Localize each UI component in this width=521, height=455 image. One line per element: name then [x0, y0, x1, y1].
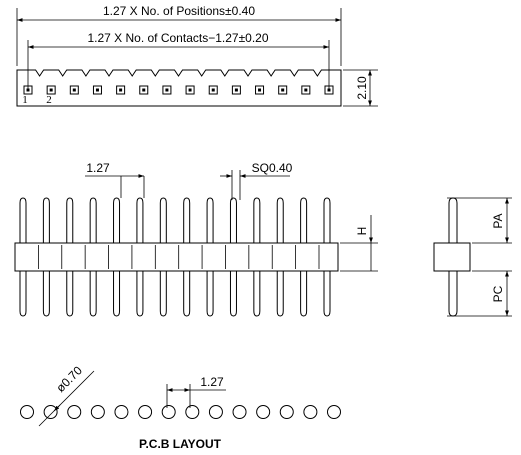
pcb-hole	[67, 405, 82, 419]
top-pin-square	[281, 88, 285, 92]
side-view: PA PC	[433, 197, 512, 317]
top-pads	[23, 85, 334, 95]
top-pin-pad	[324, 85, 334, 95]
top-pin-pad	[278, 85, 288, 95]
top-pin-square	[234, 88, 238, 92]
top-pin-pad	[231, 85, 241, 95]
front-pin	[253, 197, 261, 317]
front-pin	[113, 197, 121, 317]
pcb-pitch-label: 1.27	[200, 375, 224, 389]
pa-label: PA	[491, 213, 505, 228]
front-pin	[159, 197, 167, 317]
top-pin-pad	[185, 85, 195, 95]
pin-square-label: SQ0.40	[252, 161, 293, 175]
top-pin-square	[258, 88, 262, 92]
pcb-hole	[279, 405, 294, 419]
top-pin-pad	[69, 85, 79, 95]
front-pin	[276, 197, 284, 317]
pcb-holes	[20, 405, 341, 419]
top-pin-square	[119, 88, 123, 92]
pc-label: PC	[491, 285, 505, 302]
front-pin	[206, 197, 214, 317]
top-pin-square	[188, 88, 192, 92]
front-pin	[66, 197, 74, 317]
positions-dimension-label: 1.27 X No. of Positions±0.40	[103, 4, 255, 18]
top-pin-pad	[139, 85, 149, 95]
pcb-hole	[185, 405, 200, 419]
top-pin-pad	[301, 85, 311, 95]
front-pin	[183, 197, 191, 317]
top-pin-pad	[116, 85, 126, 95]
pcb-layout: ø0.70 1.27 P.C.B LAYOUT	[20, 363, 341, 451]
top-pin-pad	[92, 85, 102, 95]
front-pin	[136, 197, 144, 317]
top-pin-pad	[162, 85, 172, 95]
front-pin	[19, 197, 27, 317]
pin-2-label: 2	[46, 94, 52, 106]
pcb-hole	[20, 405, 34, 419]
pcb-hole	[232, 405, 247, 419]
pcb-hole	[208, 405, 223, 419]
front-insulator-body	[14, 242, 339, 272]
top-pin-pad	[23, 85, 33, 95]
hole-diameter-leader	[38, 370, 95, 427]
h-dimension-label: H	[355, 227, 369, 236]
pcb-hole	[161, 405, 176, 419]
side-insulator-body	[433, 242, 471, 272]
top-view: 1.27 X No. of Positions±0.40 1.27 X No. …	[16, 4, 378, 107]
top-pin-square	[165, 88, 169, 92]
pin-1-label: 1	[22, 94, 28, 106]
pcb-hole	[114, 405, 129, 419]
front-pin	[42, 197, 50, 317]
top-pin-square	[142, 88, 146, 92]
front-pin	[89, 197, 97, 317]
hole-diameter-label: ø0.70	[53, 363, 85, 395]
pcb-hole	[327, 405, 341, 419]
front-pin	[229, 197, 237, 317]
top-pin-square	[26, 88, 30, 92]
pcb-hole	[256, 405, 271, 419]
pcb-hole	[90, 405, 105, 419]
top-pin-square	[72, 88, 76, 92]
pcb-hole	[43, 405, 58, 419]
top-pin-square	[327, 88, 331, 92]
side-pin	[448, 197, 458, 317]
top-pin-pad	[46, 85, 56, 95]
front-pin	[300, 197, 308, 317]
front-pin	[323, 197, 331, 317]
front-view: 1.27 SQ0.40 H	[14, 161, 378, 317]
top-body-outline	[16, 69, 342, 107]
pcb-layout-title: P.C.B LAYOUT	[139, 437, 222, 451]
height-dimension-label: 2.10	[355, 76, 369, 100]
top-pin-pad	[208, 85, 218, 95]
top-pin-square	[49, 88, 53, 92]
top-pin-square	[95, 88, 99, 92]
front-pins	[14, 197, 331, 317]
top-pin-square	[304, 88, 308, 92]
top-pin-square	[211, 88, 215, 92]
top-pin-pad	[255, 85, 265, 95]
front-pitch-label: 1.27	[86, 161, 110, 175]
contacts-dimension-label: 1.27 X No. of Contacts−1.27±0.20	[87, 31, 268, 45]
pcb-hole	[303, 405, 318, 419]
pcb-hole	[138, 405, 153, 419]
